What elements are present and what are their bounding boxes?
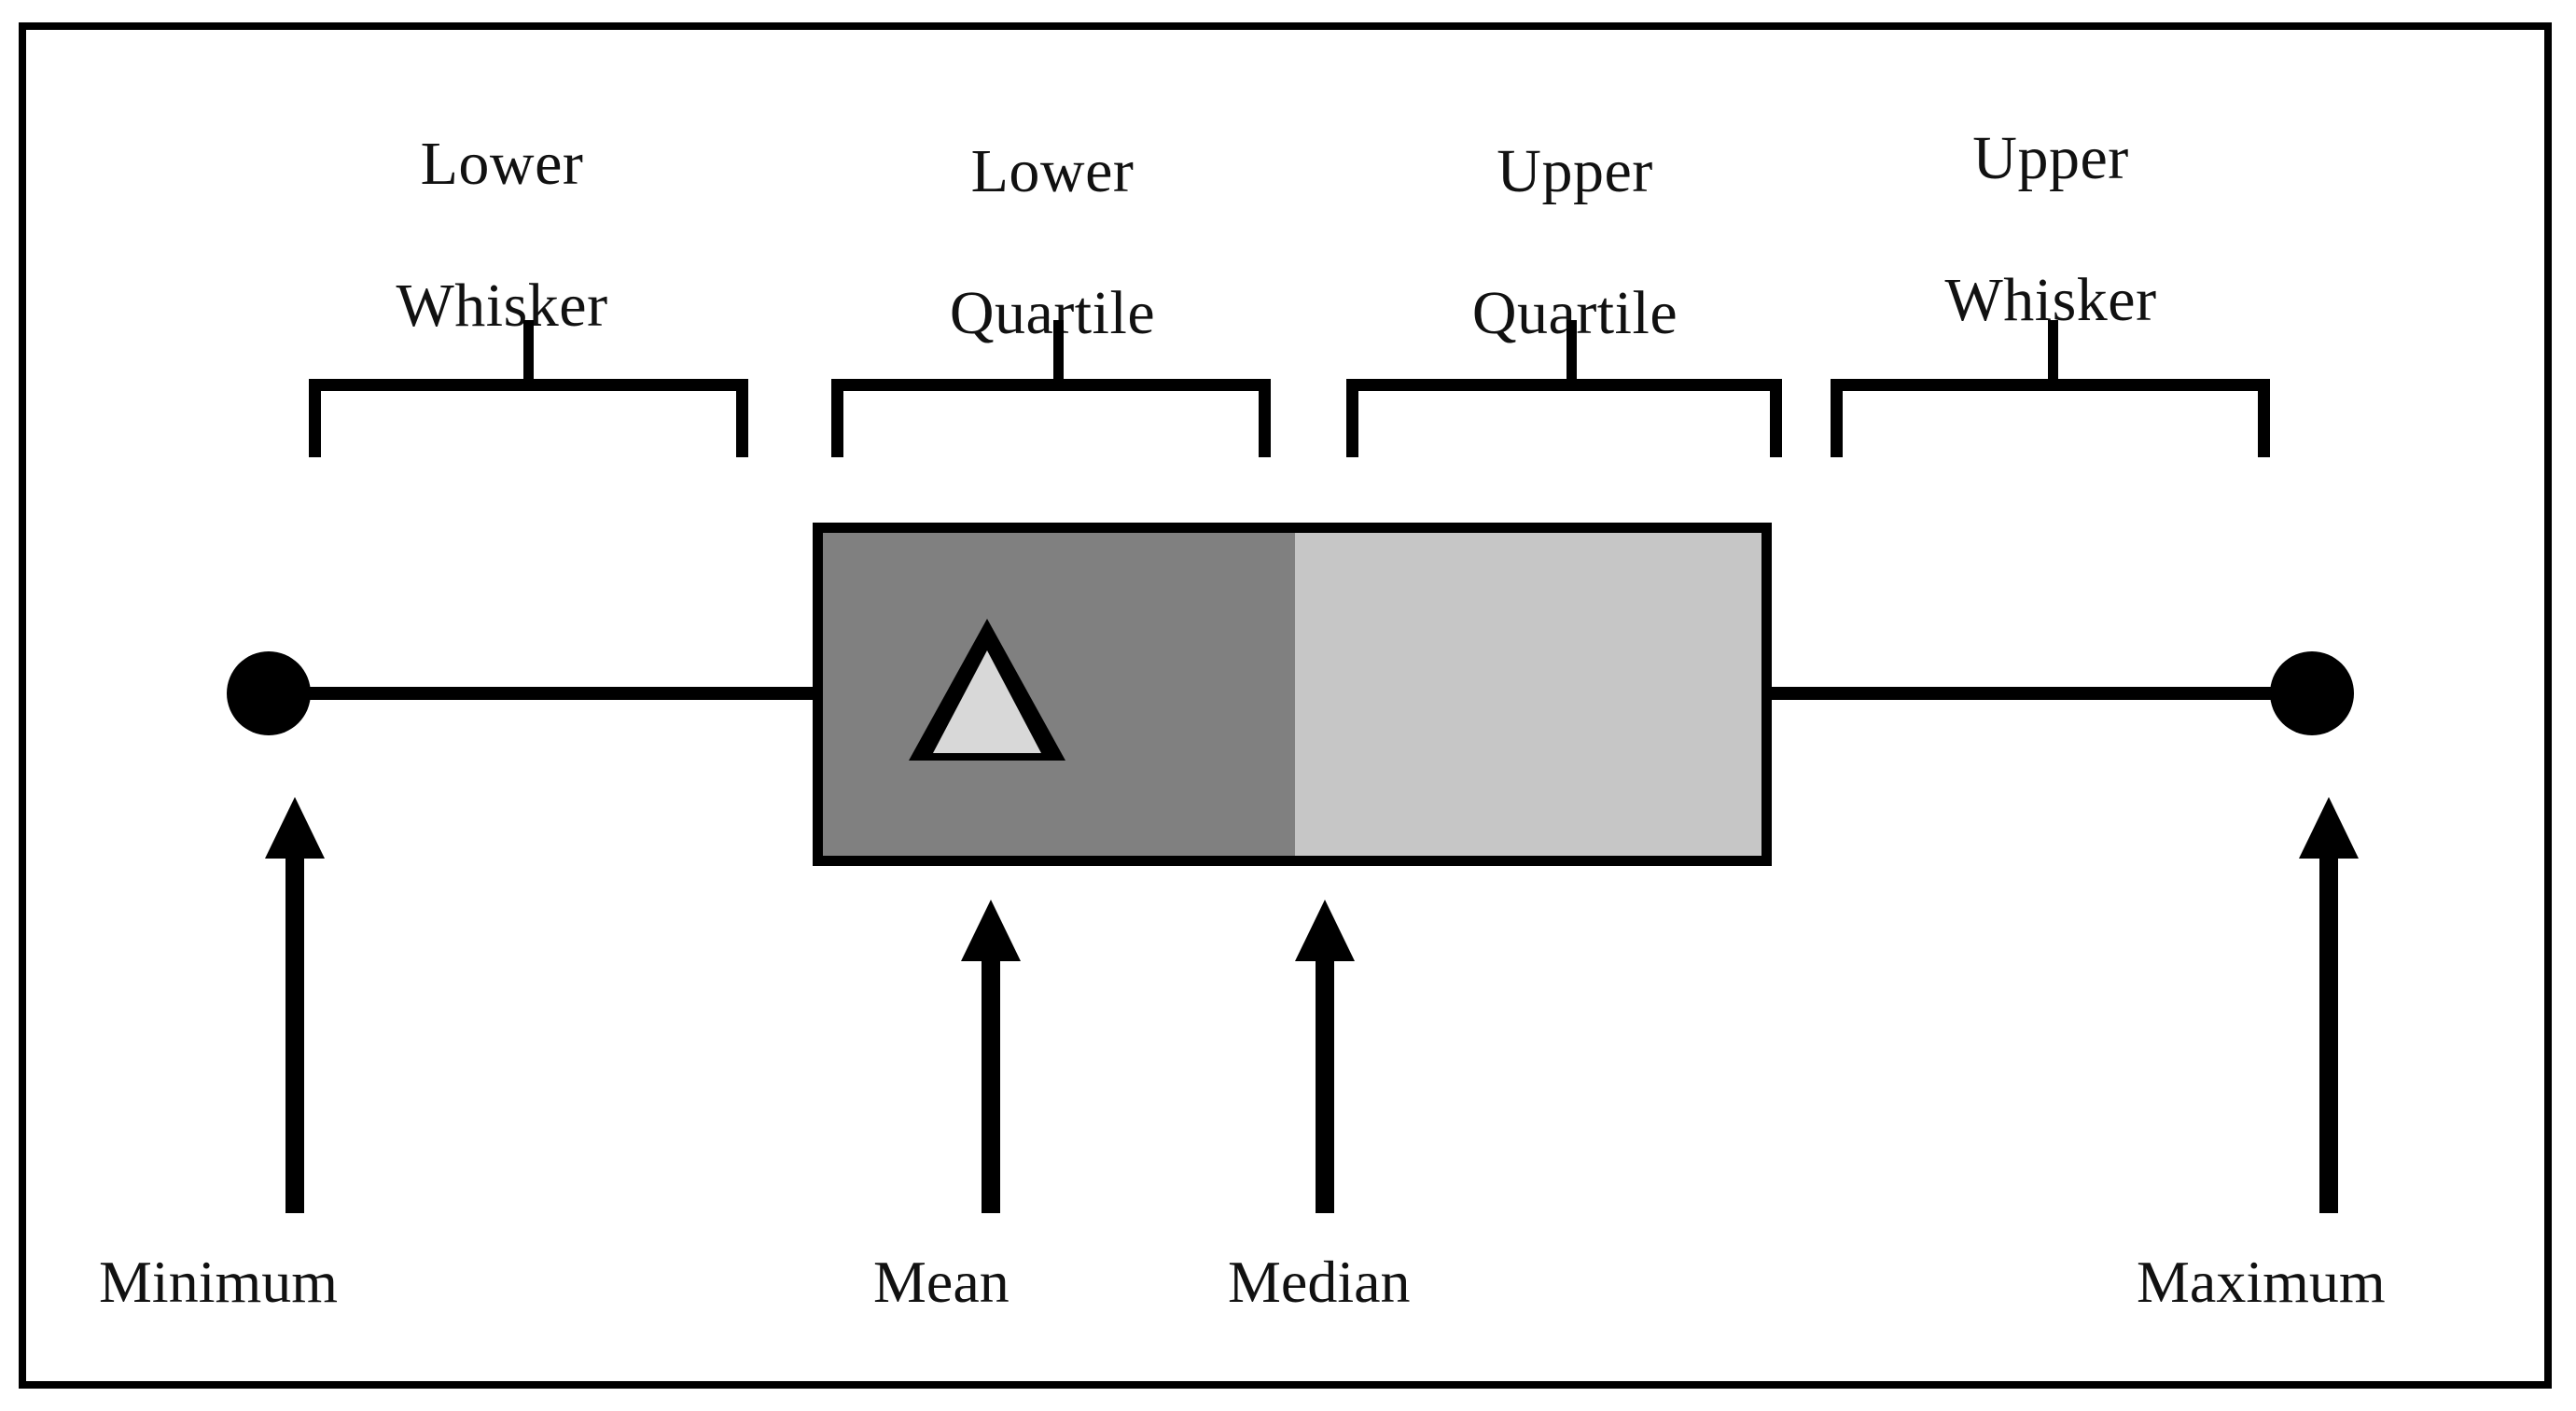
pointer-minimum [248, 797, 341, 1213]
label-lower-quartile-line1: Lower [970, 136, 1135, 205]
bracket-leg-left-icon [309, 379, 321, 457]
label-median: Median [1228, 1249, 1411, 1315]
label-lower-whisker: Lower Whisker [306, 58, 698, 412]
bracket-leg-left-icon [1346, 379, 1358, 457]
arrow-shaft [1316, 954, 1334, 1213]
bracket-lower-quartile [831, 320, 1271, 469]
bracket-leg-right-icon [2258, 379, 2270, 457]
triangle-inner-icon [933, 650, 1041, 753]
lower-quartile-half [823, 533, 1296, 856]
lower-whisker-line [264, 687, 824, 700]
minimum-endpoint-icon [227, 651, 311, 735]
bracket-stem-icon [523, 320, 534, 379]
bracket-leg-right-icon [1259, 379, 1271, 457]
bracket-bar-icon [309, 379, 748, 391]
diagram-frame: Lower Whisker Lower Quartile Upper Quart… [19, 22, 2552, 1389]
label-lower-quartile-line2: Quartile [949, 278, 1156, 347]
arrow-up-icon [2299, 797, 2359, 859]
bracket-upper-quartile [1346, 320, 1782, 469]
pointer-maximum [2282, 797, 2375, 1213]
bracket-bar-icon [1831, 379, 2270, 391]
label-lower-quartile: Lower Quartile [856, 65, 1248, 419]
bracket-leg-right-icon [736, 379, 748, 457]
label-mean: Mean [873, 1249, 1010, 1315]
upper-quartile-half [1295, 533, 1761, 856]
bracket-stem-icon [1053, 320, 1064, 379]
bracket-upper-whisker [1831, 320, 2270, 469]
bracket-stem-icon [2048, 320, 2058, 379]
label-lower-whisker-line1: Lower [420, 129, 584, 198]
bracket-leg-right-icon [1770, 379, 1782, 457]
bracket-lower-whisker [309, 320, 748, 469]
quartile-box [813, 523, 1772, 866]
pointer-mean [944, 900, 1037, 1213]
label-upper-quartile-line1: Upper [1497, 136, 1653, 205]
label-upper-whisker-line1: Upper [1972, 123, 2129, 192]
arrow-shaft [2319, 851, 2338, 1213]
label-maximum: Maximum [2137, 1249, 2386, 1315]
arrow-shaft [982, 954, 1000, 1213]
bracket-bar-icon [831, 379, 1271, 391]
arrow-up-icon [265, 797, 325, 859]
label-lower-whisker-line2: Whisker [396, 271, 608, 340]
arrow-up-icon [961, 900, 1021, 961]
bracket-bar-icon [1346, 379, 1782, 391]
label-upper-quartile: Upper Quartile [1379, 65, 1771, 419]
label-minimum: Minimum [99, 1249, 339, 1315]
bracket-leg-left-icon [831, 379, 843, 457]
pointer-median [1278, 900, 1372, 1213]
label-upper-whisker: Upper Whisker [1855, 52, 2247, 406]
bracket-leg-left-icon [1831, 379, 1843, 457]
bracket-stem-icon [1566, 320, 1577, 379]
arrow-shaft [285, 851, 304, 1213]
upper-whisker-line [1763, 687, 2314, 700]
maximum-endpoint-icon [2270, 651, 2354, 735]
arrow-up-icon [1295, 900, 1355, 961]
